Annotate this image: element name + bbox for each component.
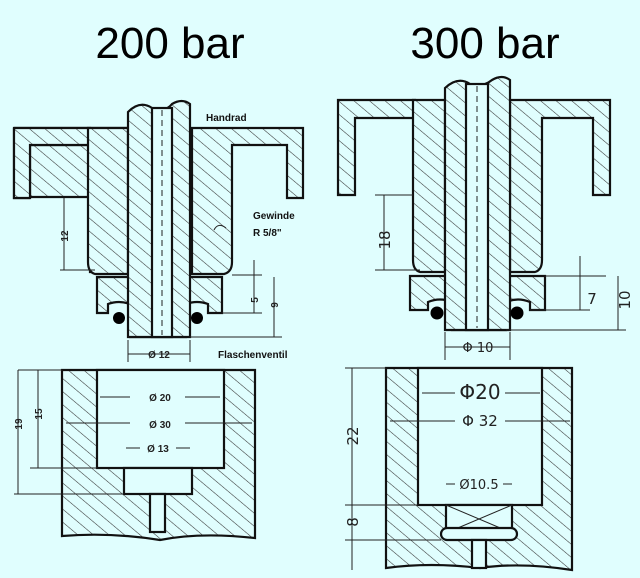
o-ring-icon — [191, 312, 203, 324]
label-flaschenventil: Flaschenventil — [218, 350, 288, 361]
dim-8: 8 — [344, 517, 362, 527]
dim-dia-13: Ø 13 — [147, 444, 169, 455]
dim-dia-30: Ø 30 — [149, 420, 171, 431]
dim-10: 10 — [616, 290, 634, 309]
dim-15: 15 — [34, 408, 45, 420]
o-ring-icon — [430, 306, 444, 320]
dim-shaft-10: Φ 10 — [463, 341, 494, 356]
right-handwheel-assembly — [336, 75, 626, 360]
dim-7: 7 — [587, 290, 597, 308]
right-valve-socket — [345, 366, 574, 572]
left-valve-socket — [14, 368, 257, 542]
label-gewinde: Gewinde — [253, 211, 295, 222]
left-handwheel-assembly — [12, 99, 305, 362]
label-handrad: Handrad — [206, 113, 247, 124]
o-ring-icon — [113, 312, 125, 324]
dim-dia-20: Ø 20 — [149, 393, 171, 404]
dim-shaft-12: Ø 12 — [148, 350, 170, 361]
o-ring-icon — [510, 306, 524, 320]
title-200-bar: 200 bar — [95, 19, 244, 68]
dim-dia-32: Φ 32 — [462, 412, 498, 430]
dim-22: 22 — [344, 426, 362, 445]
label-thread-size: R 5/8" — [253, 228, 282, 239]
dim-dia-20-right: Φ20 — [459, 380, 500, 404]
dim-5: 5 — [250, 297, 261, 303]
dim-9: 9 — [270, 302, 281, 308]
dim-18: 18 — [376, 230, 394, 249]
dim-12: 12 — [60, 230, 71, 242]
dim-19: 19 — [14, 418, 25, 430]
dim-dia-10-5: Ø10.5 — [459, 478, 498, 493]
title-300-bar: 300 bar — [410, 19, 559, 68]
